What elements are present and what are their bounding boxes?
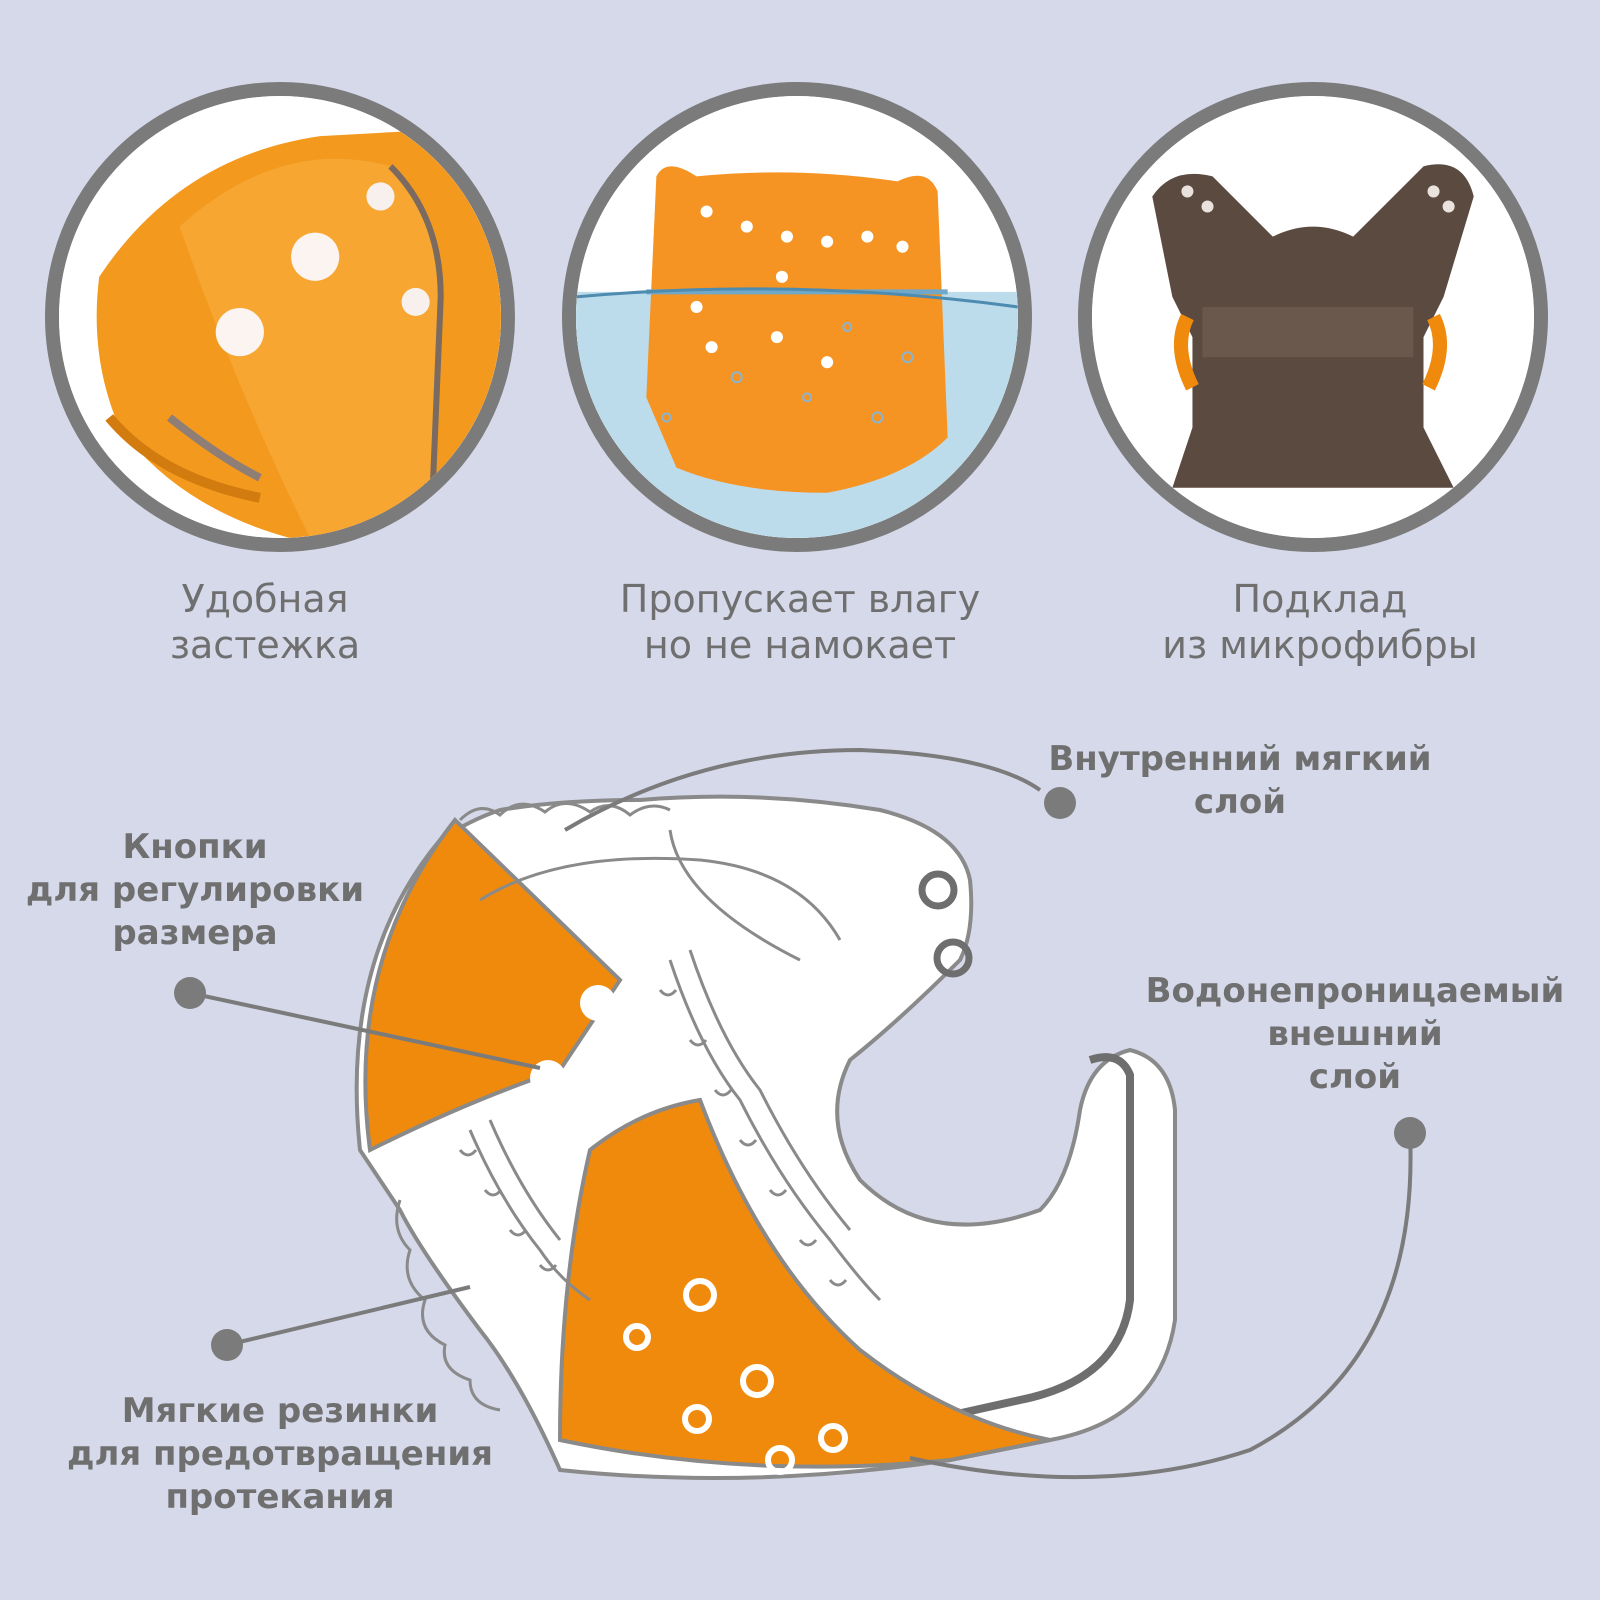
outer-layer-label: Водонепроницаемый внешний слой bbox=[1145, 971, 1565, 1097]
tab-snap bbox=[933, 938, 973, 978]
elastics-label: Мягкие резинки для предотвращения протек… bbox=[66, 1391, 494, 1517]
callout-dot-outer bbox=[1394, 1117, 1426, 1149]
snaps-label: Кнопки для регулировки размера bbox=[25, 827, 365, 953]
callout-dot-elastics bbox=[211, 1329, 243, 1361]
callout-line-inner bbox=[563, 747, 1042, 832]
feature-caption-lining: Подклад из микрофибры bbox=[1162, 577, 1478, 667]
callout-dot-inner bbox=[1044, 787, 1076, 819]
callout-dot-snaps bbox=[174, 977, 206, 1009]
tab-snap bbox=[918, 870, 958, 910]
feature-caption-water: Пропускает влагу но не намокает bbox=[619, 577, 981, 667]
diaper-inner-band bbox=[929, 1053, 1134, 1424]
water-resistant-photo bbox=[562, 82, 1032, 552]
outer-panel bbox=[557, 1097, 1051, 1469]
snap-closure-illustration bbox=[59, 96, 501, 538]
callout-line-elastics bbox=[226, 1285, 471, 1347]
inner-layer-label: Внутренний мягкий слой bbox=[1048, 739, 1432, 822]
feature-caption-snap: Удобная застежка bbox=[169, 577, 361, 667]
outer-panel-snaps bbox=[623, 1278, 848, 1475]
lining-illustration bbox=[1092, 96, 1534, 538]
callout-line-outer bbox=[909, 1132, 1413, 1480]
callout-line-snaps bbox=[189, 991, 541, 1070]
snap-button bbox=[580, 985, 616, 1021]
snap-closure-photo bbox=[45, 82, 515, 552]
